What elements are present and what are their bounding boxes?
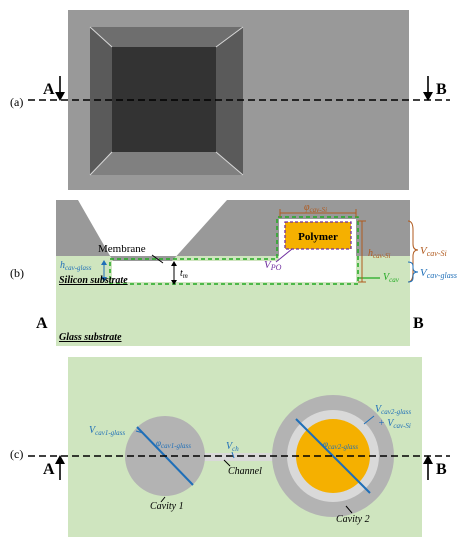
tm-label: tm — [180, 268, 188, 280]
phi-cav1-glass-label: φcav1-glass — [156, 438, 191, 450]
polymer-block — [284, 221, 352, 250]
channel-label: Channel — [228, 466, 262, 477]
cavity-1-label: Cavity 1 — [150, 501, 184, 512]
v-cav2-si-label: + Vcav-Si — [378, 418, 411, 430]
phi-cav2-line — [295, 418, 371, 494]
section-label-a-right: B — [436, 81, 447, 98]
cavity-wall-left — [90, 27, 112, 175]
h-cav-glass-label: hcav-glass — [60, 260, 92, 272]
cavity-wall-right — [216, 27, 243, 175]
section-arrow-left — [55, 92, 65, 101]
glass-substrate-label: Glass substrate — [59, 332, 122, 343]
section-arrow-c-right — [423, 455, 433, 464]
v-cav-label: Vcav — [383, 272, 400, 284]
section-label-c-right: B — [436, 461, 447, 478]
h-cav-si-label: hcav-Si — [368, 248, 391, 260]
panel-label-b: (b) — [10, 266, 24, 280]
v-cav2-glass-label: Vcav2-glass — [375, 404, 411, 416]
section-label-c-left: A — [43, 461, 55, 478]
cavity-wall-top — [90, 27, 243, 47]
phi-cav-si-label: φcav-Si — [304, 202, 327, 214]
section-arrow-right — [423, 92, 433, 101]
panel-label-a: (a) — [10, 95, 23, 109]
section-label-a-left: A — [43, 81, 55, 98]
channel — [203, 453, 273, 461]
silicon-substrate-label: Silicon substrate — [59, 275, 128, 286]
v-cav-glass-label: Vcav-glass — [420, 267, 457, 280]
v-po-label: VPO — [264, 259, 282, 272]
membrane-label: Membrane — [98, 243, 146, 255]
polymer-label: Polymer — [298, 231, 338, 243]
cavity-outline-dashed — [109, 216, 359, 285]
v-cav1-glass-label: Vcav1-glass — [89, 425, 125, 437]
panel-c: A B Vcav1-glass φcav1-glass Vch Channel … — [10, 357, 450, 537]
section-arrow-c-left — [55, 455, 65, 464]
panel-label-c: (c) — [10, 447, 23, 461]
panel-b: Polymer VPO φcav-Si hcav-Si Vcav-Si Vcav… — [10, 200, 457, 346]
section-label-b-right: B — [413, 315, 424, 332]
section-label-b-left: A — [36, 315, 48, 332]
phi-cav2-glass-label: φcav2-glass — [323, 439, 358, 451]
cavity-wall-bottom — [90, 152, 243, 175]
v-cav-si-label: Vcav-Si — [420, 245, 447, 258]
v-ch-label: Vch — [226, 441, 239, 453]
cavity-2-label: Cavity 2 — [336, 514, 370, 525]
panel-a: A B (a) — [10, 10, 450, 190]
